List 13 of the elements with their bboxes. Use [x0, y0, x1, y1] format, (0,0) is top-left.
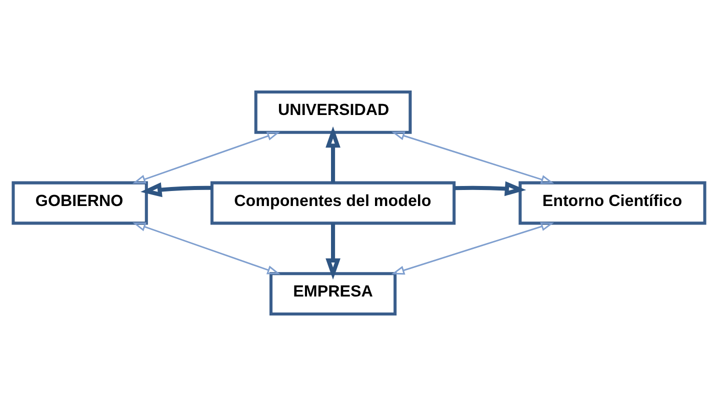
node-box: Entorno Científico — [518, 181, 706, 225]
arrow — [326, 223, 340, 280]
arrow — [132, 222, 280, 274]
node-box: GOBIERNO — [12, 181, 148, 225]
arrow — [391, 222, 554, 275]
arrow — [454, 181, 526, 196]
arrow — [132, 132, 280, 184]
node-box: UNIVERSIDAD — [254, 90, 412, 134]
arrow — [326, 126, 340, 183]
node-box: Componentes del modelo — [210, 181, 456, 225]
arrow — [391, 131, 554, 184]
node-box: EMPRESA — [269, 272, 397, 316]
arrow — [140, 182, 212, 198]
